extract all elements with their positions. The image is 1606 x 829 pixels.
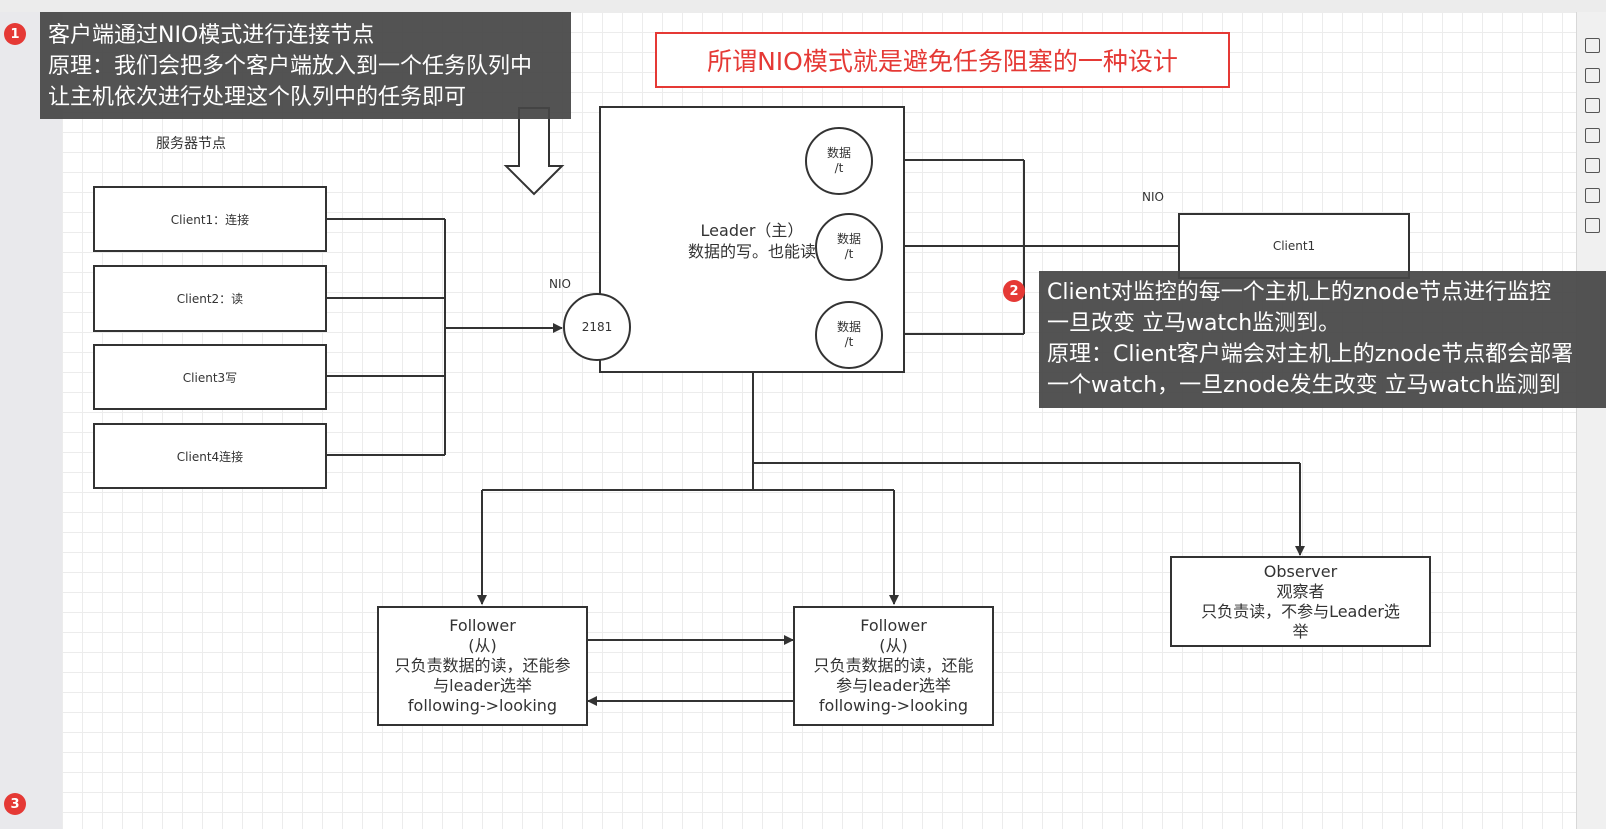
port-circle[interactable]: 2181 [563, 293, 631, 361]
format-icon[interactable] [1585, 68, 1600, 83]
leader-desc: 数据的写。也能读 [687, 242, 816, 261]
move-icon[interactable] [1585, 38, 1600, 53]
client-3-box[interactable]: Client3写 [93, 344, 327, 410]
data-node-1[interactable]: 数据 /t [805, 127, 873, 195]
right-tool-panel [1576, 12, 1606, 829]
document-icon[interactable] [1585, 158, 1600, 173]
callout-3-badge[interactable]: 3 [4, 793, 26, 815]
client-2-box[interactable]: Client2：读 [93, 265, 327, 332]
data-node-3[interactable]: 数据 /t [815, 301, 883, 369]
page-icon[interactable] [1585, 128, 1600, 143]
observer-box[interactable]: Observer 观察者 只负责读，不参与Leader选 举 [1170, 556, 1431, 647]
calendar-icon[interactable] [1585, 98, 1600, 113]
left-gutter [0, 12, 62, 829]
client-1-box[interactable]: Client1：连接 [93, 186, 327, 252]
data-node-2[interactable]: 数据 /t [815, 213, 883, 281]
server-node-label: 服务器节点 [156, 136, 226, 152]
follower-1-box[interactable]: Follower (从) 只负责数据的读，还能参 与leader选举 follo… [377, 606, 588, 726]
comment-icon[interactable] [1585, 218, 1600, 233]
leader-title: Leader（主） [700, 221, 804, 240]
callout-1: 客户端通过NIO模式进行连接节点 原理：我们会把多个客户端放入到一个任务队列中 … [40, 12, 571, 119]
callout-1-badge[interactable]: 1 [4, 23, 26, 45]
follower-2-box[interactable]: Follower (从) 只负责数据的读，还能 参与leader选举 follo… [793, 606, 994, 726]
down-arrow-icon [503, 107, 565, 196]
client-4-box[interactable]: Client4连接 [93, 423, 327, 489]
callout-2: Client对监控的每一个主机上的znode节点进行监控 一旦改变 立马watc… [1039, 271, 1606, 408]
right-client-box[interactable]: Client1 [1178, 213, 1410, 279]
history-icon[interactable] [1585, 188, 1600, 203]
nio-banner: 所谓NIO模式就是避免任务阻塞的一种设计 [655, 32, 1230, 88]
nio-label-left: NIO [549, 277, 571, 291]
callout-2-badge[interactable]: 2 [1003, 280, 1025, 302]
nio-label-right: NIO [1142, 190, 1164, 204]
